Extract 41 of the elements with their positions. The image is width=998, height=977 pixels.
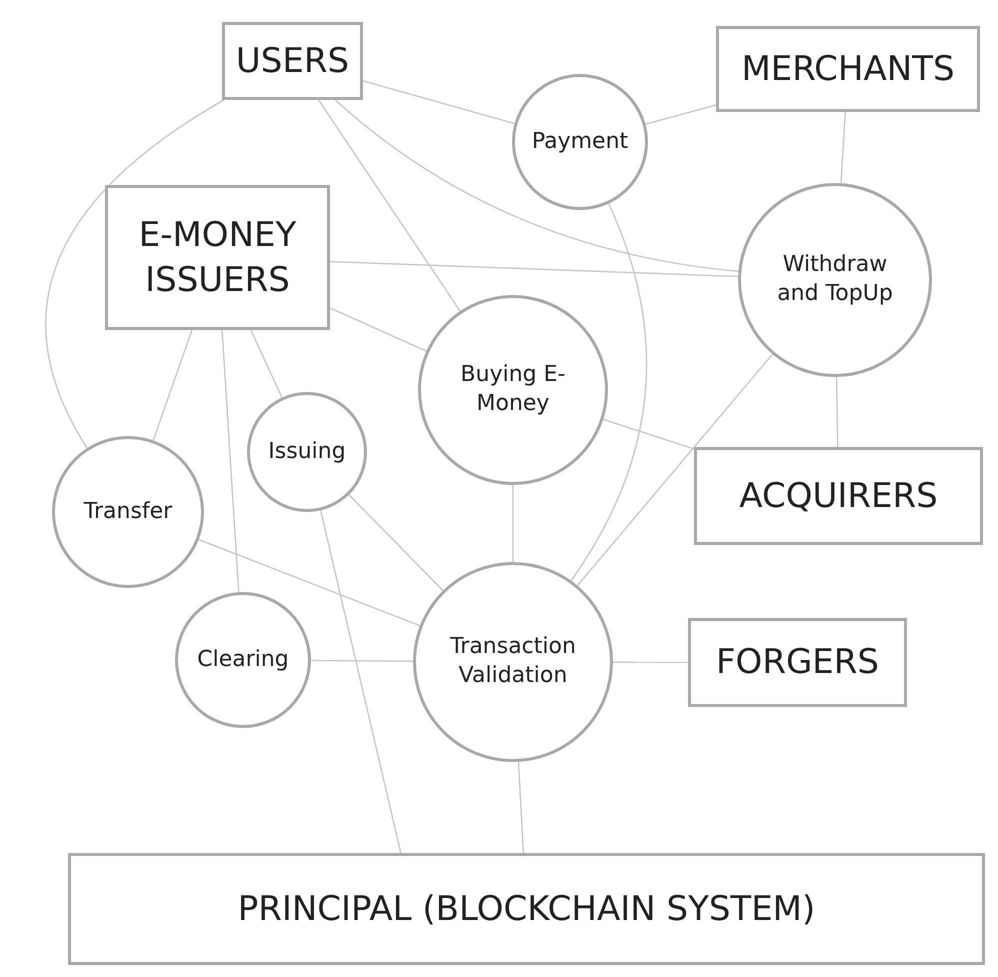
connector-line xyxy=(221,330,240,592)
connector-line xyxy=(152,330,193,441)
connector-line xyxy=(198,538,420,626)
node-label: USERS xyxy=(234,40,350,83)
connector-line xyxy=(330,307,427,352)
connector-line xyxy=(512,485,514,562)
entity-box xyxy=(716,26,980,112)
node-label: Transaction Validation xyxy=(449,633,577,690)
connector-line xyxy=(45,99,224,448)
connector-line xyxy=(348,494,444,592)
connector-line xyxy=(362,80,515,124)
node-label: Withdraw and TopUp xyxy=(776,251,894,308)
node-label: E-MONEY ISSUERS xyxy=(138,214,298,302)
node-label: ACQUIRERS xyxy=(738,474,939,518)
connector-line xyxy=(318,100,461,312)
node-label: Issuing xyxy=(267,438,347,466)
entity-box xyxy=(105,185,330,330)
connector-line xyxy=(518,762,524,854)
connector-line xyxy=(311,660,413,662)
node-label: FORGERS xyxy=(715,641,880,684)
node-label: Transfer xyxy=(82,498,174,526)
connector-line xyxy=(250,330,283,398)
node-label: PRINCIPAL (BLOCKCHAIN SYSTEM) xyxy=(236,888,816,931)
node-label: Buying E-Money xyxy=(460,361,566,418)
connector-line xyxy=(836,376,838,448)
entity-box xyxy=(222,22,363,100)
connector-line xyxy=(603,418,694,450)
connector-line xyxy=(320,510,402,854)
node-label: Payment xyxy=(530,128,630,156)
connector-line xyxy=(840,112,846,184)
connector-line xyxy=(570,203,648,581)
entity-box xyxy=(688,618,907,707)
connector-line xyxy=(613,662,688,663)
entity-box xyxy=(68,853,985,965)
node-label: Clearing xyxy=(196,646,290,674)
connector-line xyxy=(576,354,773,586)
connector-line xyxy=(645,104,716,125)
entity-box xyxy=(694,447,983,545)
connector-line xyxy=(334,100,738,272)
node-label: MERCHANTS xyxy=(740,48,956,91)
connector-line xyxy=(330,260,738,278)
